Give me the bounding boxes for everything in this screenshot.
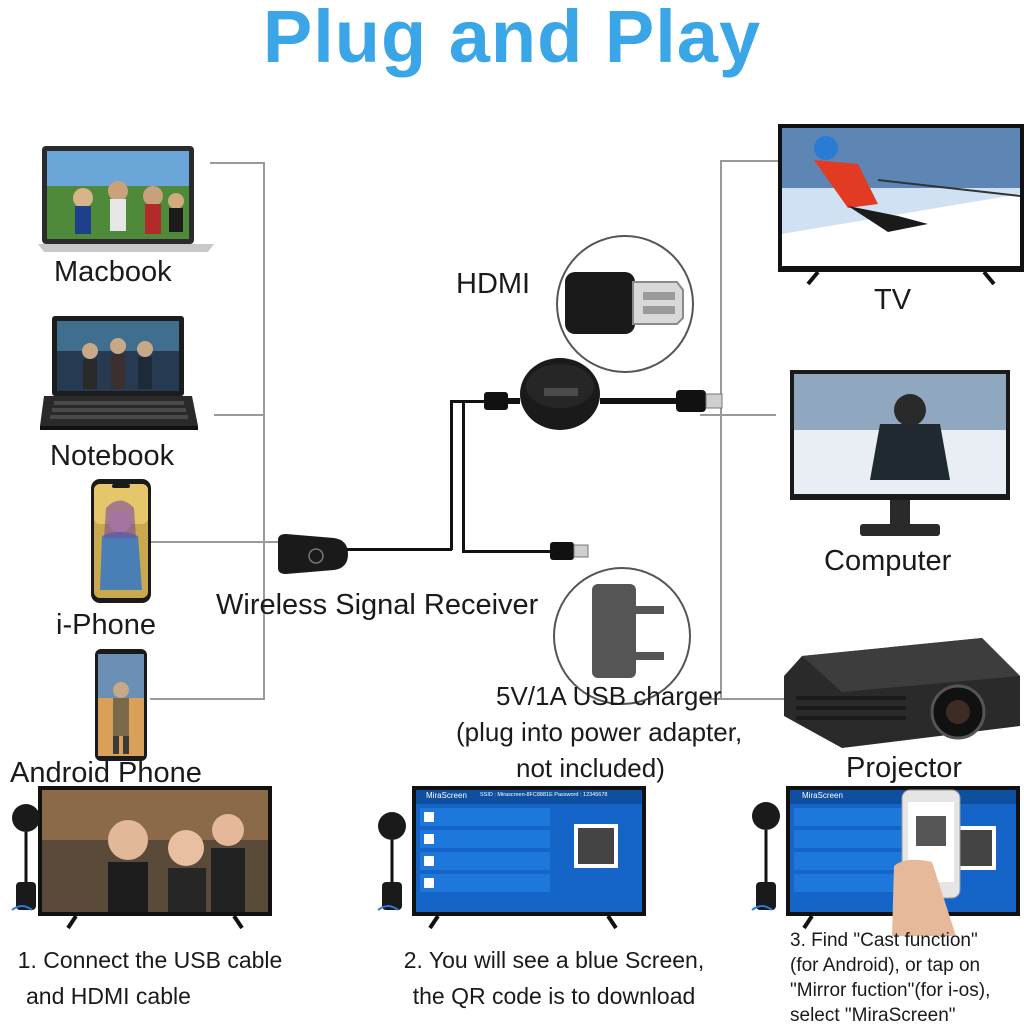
charger-label-3: not included): [516, 753, 665, 783]
computer-label: Computer: [824, 545, 952, 577]
tv-image: [778, 124, 1024, 288]
page-title: Plug and Play: [262, 0, 762, 78]
usb-plug-small: [484, 392, 508, 410]
step1-text: 1. Connect the USB cable and HDMI cable: [0, 942, 300, 1014]
step3-line-4: select "MiraScreen": [790, 1005, 956, 1026]
macbook-image: [38, 146, 214, 256]
android-phone-image: [94, 648, 148, 762]
mirascreen-dongle: [518, 356, 602, 432]
notebook-image: [40, 316, 200, 432]
projector-label: Projector: [846, 752, 963, 784]
tv-label: TV: [874, 284, 912, 316]
step3-line-2: (for Android), or tap on: [790, 955, 981, 976]
step2-tv: [372, 786, 646, 936]
step2-line-2: the QR code is to download: [412, 983, 696, 1009]
wireless-receiver-label: Wireless Signal Receiver: [216, 589, 539, 621]
computer-monitor-image: [790, 370, 1010, 540]
wireless-receiver-image: [276, 534, 350, 574]
step3-line-3: "Mirror fuction"(for i-os),: [790, 980, 991, 1001]
step3-line-1: 3. Find "Cast function": [790, 930, 978, 951]
step3-app-name: MiraScreen: [802, 791, 843, 800]
iphone-label: i-Phone: [56, 609, 156, 641]
step3-tv: [746, 786, 1024, 936]
step2-ssid: SSID : Mirascreen-8FC8881E Password : 12…: [480, 792, 608, 798]
usb-charger-closeup: [552, 566, 692, 706]
step1-line-2: and HDMI cable: [26, 983, 191, 1009]
projector-image: [782, 636, 1022, 754]
step2-app-name: MiraScreen: [426, 791, 467, 800]
macbook-label: Macbook: [54, 256, 172, 288]
step1-tv: [6, 786, 272, 936]
step3-text: 3. Find "Cast function" (for Android), o…: [790, 928, 1024, 1028]
notebook-label: Notebook: [50, 440, 175, 472]
android-phone-label: Android Phone: [10, 757, 202, 789]
hdmi-label: HDMI: [456, 268, 531, 300]
step1-line-1: 1. Connect the USB cable: [17, 947, 283, 973]
hdmi-plug: [676, 390, 724, 412]
iphone-image: [90, 478, 152, 604]
step2-text: 2. You will see a blue Screen, the QR co…: [376, 942, 732, 1014]
charger-label-2: (plug into power adapter,: [456, 717, 743, 747]
hdmi-connector-closeup: [555, 234, 695, 374]
charger-label-1: 5V/1A USB charger: [496, 681, 722, 711]
step2-line-1: 2. You will see a blue Screen,: [403, 947, 705, 973]
usb-plug: [550, 542, 590, 560]
